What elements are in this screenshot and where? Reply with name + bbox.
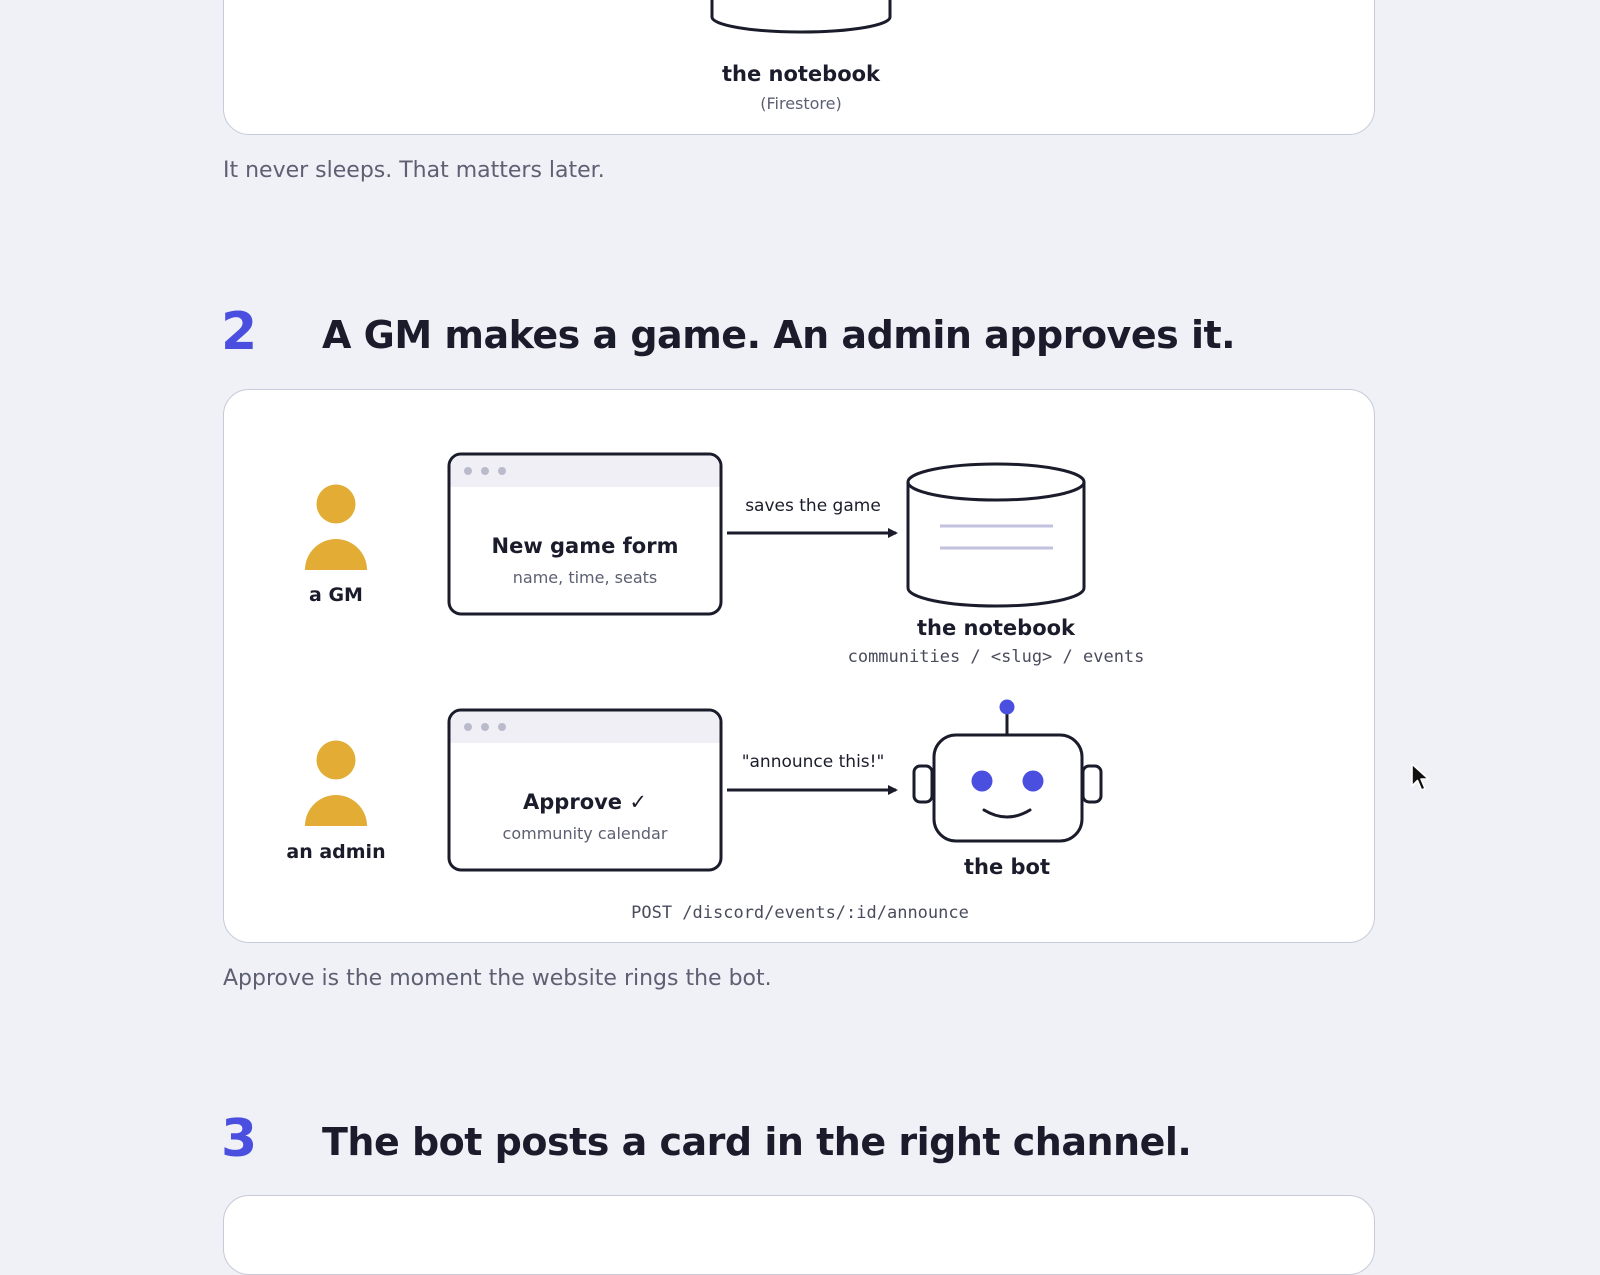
approve-title: Approve ✓ (523, 790, 647, 814)
db-path: communities / <slug> / events (848, 647, 1145, 667)
database-icon (710, 0, 892, 34)
cursor-icon (1411, 763, 1430, 791)
section2-diagram: a GM New game form name, time, seats sav… (286, 452, 1145, 923)
bot-label: the bot (964, 855, 1050, 879)
section2-title: A GM makes a game. An admin approves it. (322, 313, 1236, 357)
section2-db-label: the notebook (917, 616, 1076, 640)
person-icon (305, 740, 367, 826)
form-title: New game form (492, 534, 679, 558)
section3-diagram-card (223, 1195, 1375, 1275)
announce-endpoint: POST /discord/events/:id/announce (631, 903, 969, 923)
section1-db-sublabel: (Firestore) (760, 94, 842, 113)
section1-caption: It never sleeps. That matters later. (223, 158, 605, 183)
form-subtitle: name, time, seats (513, 568, 657, 587)
announce-arrow-label: "announce this!" (742, 752, 885, 772)
section1-diagram: the notebook (Firestore) (710, 0, 892, 113)
section1-db-label: the notebook (722, 62, 881, 86)
gm-label: a GM (309, 584, 363, 606)
section3-title: The bot posts a card in the right channe… (322, 1120, 1192, 1164)
section2-number: 2 (221, 302, 258, 362)
approve-window (447, 708, 723, 872)
new-game-form-window (447, 452, 723, 616)
robot-icon (912, 699, 1103, 843)
section3-number: 3 (221, 1109, 258, 1169)
person-icon (305, 484, 367, 570)
section2-diagram-card: a GM New game form name, time, seats sav… (223, 389, 1375, 943)
database-icon (906, 462, 1086, 608)
admin-label: an admin (286, 841, 385, 863)
section2-caption: Approve is the moment the website rings … (223, 966, 772, 991)
section1-diagram-card: the notebook (Firestore) (223, 0, 1375, 135)
saves-arrow-label: saves the game (745, 496, 881, 516)
approve-subtitle: community calendar (503, 824, 668, 843)
